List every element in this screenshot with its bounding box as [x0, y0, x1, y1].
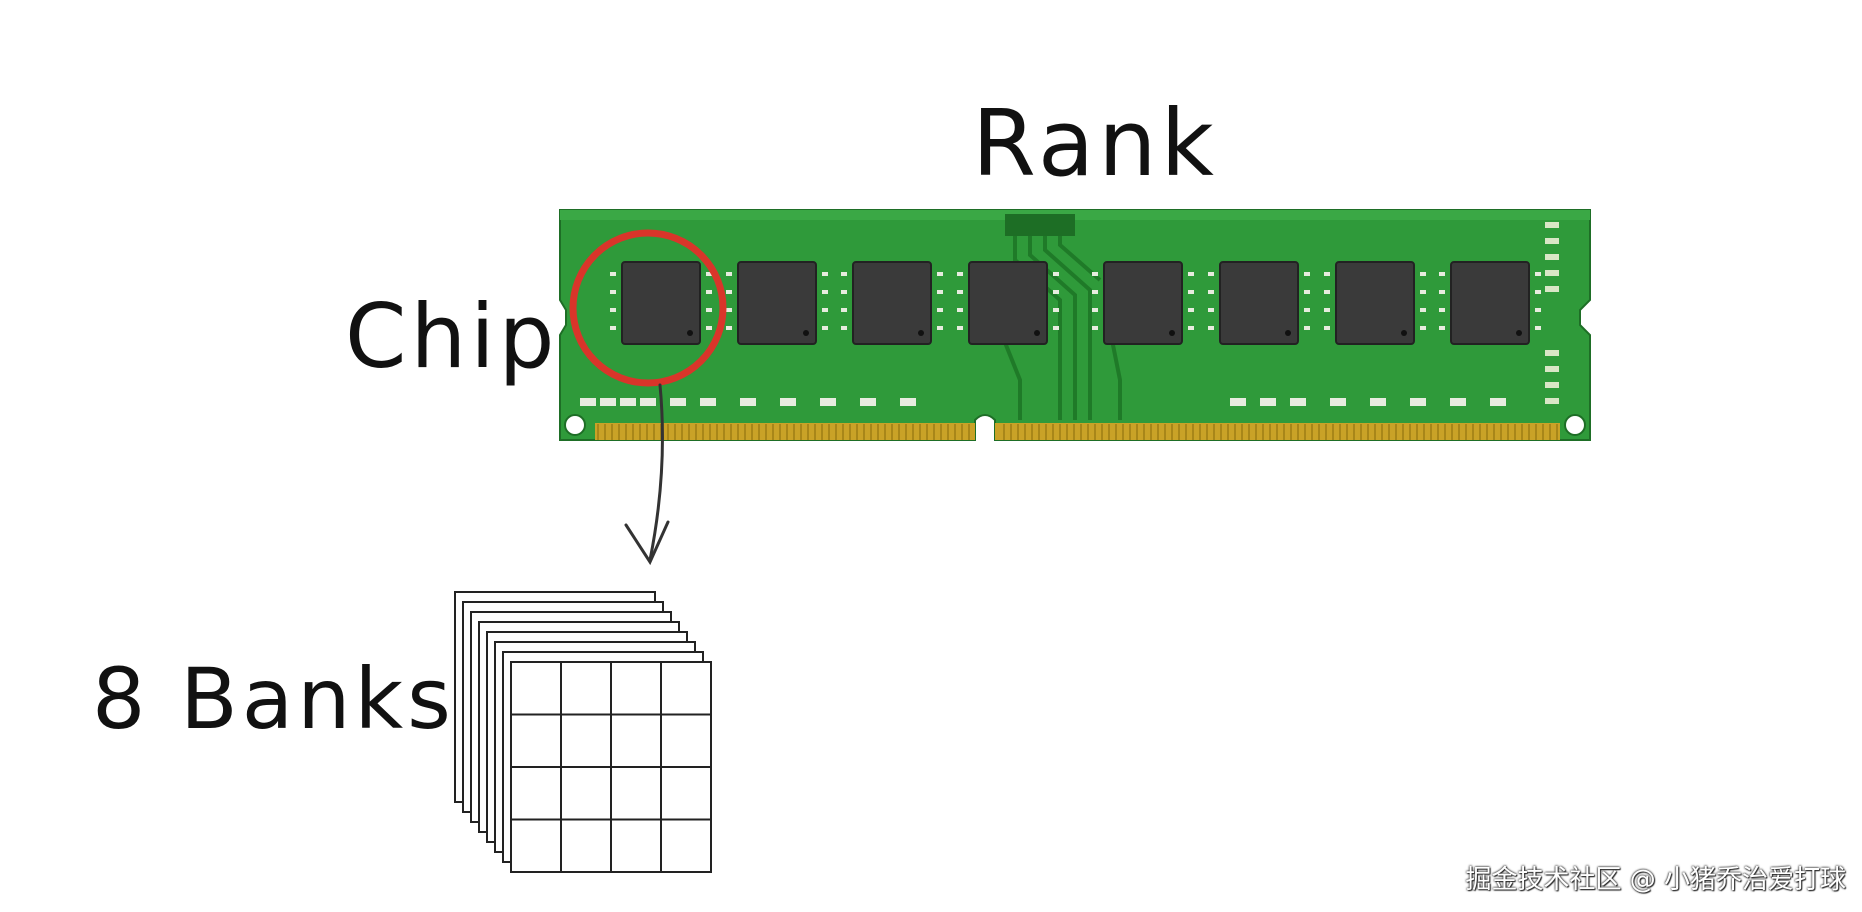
smd-component: [600, 398, 616, 406]
smd-component: [1230, 398, 1246, 406]
smd-components: [580, 398, 1506, 406]
smd-component: [1370, 398, 1386, 406]
smd-component: [780, 398, 796, 406]
banks-label: 8 Banks: [92, 650, 455, 748]
chip-row: [610, 261, 1541, 345]
smd-component: [700, 398, 716, 406]
bank-stack: [454, 591, 712, 873]
memory-chip: [1092, 261, 1194, 345]
smd-component: [740, 398, 756, 406]
mount-hole-left: [564, 414, 586, 436]
memory-chip: [726, 261, 828, 345]
rank-label: Rank: [972, 90, 1218, 197]
smd-component: [900, 398, 916, 406]
smd-component: [620, 398, 636, 406]
trace-pad: [1005, 214, 1075, 236]
smd-component: [580, 398, 596, 406]
smd-component: [1490, 398, 1506, 406]
chip-highlight-circle: [569, 229, 727, 387]
memory-module: [559, 209, 1591, 441]
gold-contacts-left: [595, 423, 975, 440]
bank-grid: [511, 662, 711, 872]
memory-chip: [841, 261, 943, 345]
memory-chip: [1208, 261, 1310, 345]
smd-component: [860, 398, 876, 406]
smd-component: [1330, 398, 1346, 406]
smd-component: [1410, 398, 1426, 406]
memory-chip: [1439, 261, 1541, 345]
smd-component: [1290, 398, 1306, 406]
chip-label: Chip: [345, 285, 559, 388]
watermark: 掘金技术社区 @ 小猪乔治爱打球: [1465, 865, 1846, 895]
chip-to-banks-arrow: [624, 383, 670, 566]
mount-hole-right: [1564, 414, 1586, 436]
memory-chip: [1324, 261, 1426, 345]
smd-component: [640, 398, 656, 406]
smd-component: [670, 398, 686, 406]
side-pads: [1545, 222, 1559, 404]
smd-component: [820, 398, 836, 406]
memory-chip: [610, 261, 712, 345]
memory-chip: [957, 261, 1059, 345]
smd-component: [1450, 398, 1466, 406]
smd-component: [1260, 398, 1276, 406]
